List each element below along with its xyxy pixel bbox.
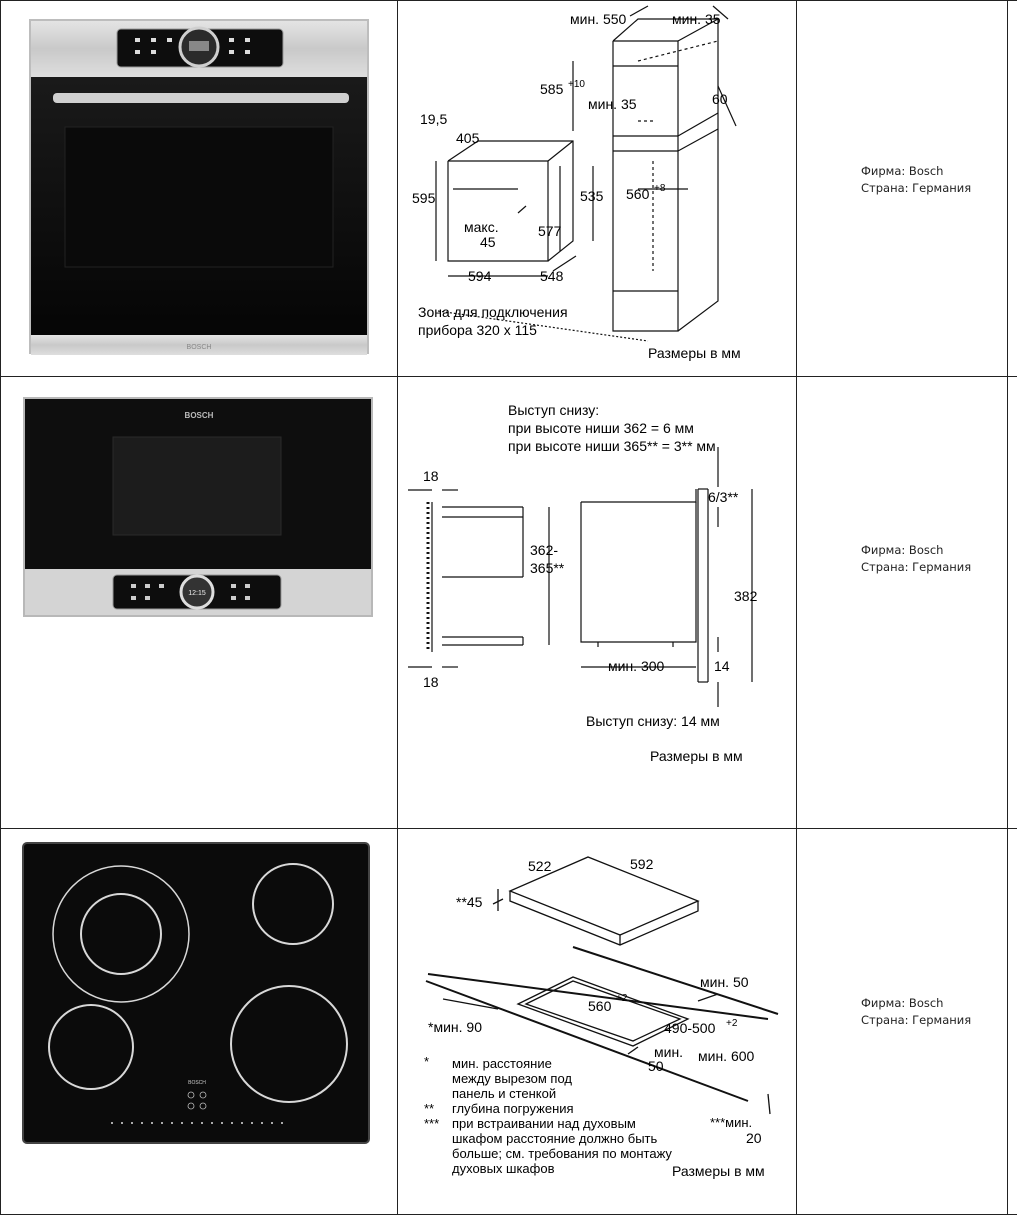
dim-max-label: макс. bbox=[464, 219, 499, 235]
projection-heading: Выступ снизу: bbox=[508, 402, 599, 418]
dim-405: 405 bbox=[456, 130, 480, 146]
units-label: Размеры в мм bbox=[672, 1163, 765, 1179]
dim-min90: *мин. 90 bbox=[428, 1019, 482, 1035]
zone-label-line2: прибора 320 x 115 bbox=[418, 322, 537, 338]
microwave-photo-cell: BOSCH 12:15 bbox=[1, 377, 398, 829]
hob-dimensions-cell: 522 592 **45 мин. 50 560 +2 *мин. 90 490… bbox=[398, 829, 797, 1215]
oven-photo-cell: BOSCH bbox=[1, 1, 398, 377]
hob-dimension-diagram: 522 592 **45 мин. 50 560 +2 *мин. 90 490… bbox=[398, 829, 796, 1209]
dim-577: 577 bbox=[538, 223, 562, 239]
dim-585: 585 bbox=[540, 81, 564, 97]
microwave-photo: BOSCH 12:15 bbox=[1, 377, 397, 823]
country-text: Страна: Германия bbox=[861, 1012, 1007, 1029]
dim-min600: мин. 600 bbox=[698, 1048, 755, 1064]
hob-info-cell: Фирма: Bosch Страна: Германия bbox=[797, 829, 1008, 1215]
note3-line4: духовых шкафов bbox=[452, 1161, 555, 1176]
dim-min550: мин. 550 bbox=[570, 11, 627, 27]
oven-door-handle bbox=[53, 93, 349, 103]
dim-365: 365** bbox=[530, 560, 565, 576]
dim-min50-right: мин. 50 bbox=[700, 974, 749, 990]
projection-line1: при высоте ниши 362 = 6 мм bbox=[508, 420, 694, 436]
oven-dimension-diagram: мин. 550 мин. 35 585 +10 мин. 35 60 19,5… bbox=[398, 1, 796, 371]
microwave-clock: 12:15 bbox=[188, 590, 206, 597]
hob-photo: BOSCH bbox=[1, 829, 397, 1209]
dim-60: 60 bbox=[712, 91, 728, 107]
country-text: Страна: Германия bbox=[861, 180, 1007, 197]
manufacturer-text: Фирма: Bosch bbox=[861, 995, 1007, 1012]
dim-min300: мин. 300 bbox=[608, 658, 665, 674]
dim-560: 560 bbox=[588, 998, 612, 1014]
table-row: BOSCH bbox=[1, 1, 1017, 377]
dim-595: 595 bbox=[412, 190, 436, 206]
dim-min35-mid: мин. 35 bbox=[588, 96, 637, 112]
dim-min20-2: 20 bbox=[746, 1130, 762, 1146]
dim-18-top: 18 bbox=[423, 468, 439, 484]
dim-362: 362- bbox=[530, 542, 558, 558]
note3-line1: при встраивании над духовым bbox=[452, 1116, 636, 1131]
microwave-dimensions-cell: Выступ снизу: при высоте ниши 362 = 6 мм… bbox=[398, 377, 797, 829]
dim-560-tolerance: +2 bbox=[616, 993, 628, 1004]
dim-14: 14 bbox=[714, 658, 730, 674]
note1-line3: панель и стенкой bbox=[452, 1086, 556, 1101]
dim-45: **45 bbox=[456, 894, 483, 910]
dim-560-tolerance: +8 bbox=[654, 183, 666, 194]
dim-560: 560 bbox=[626, 186, 650, 202]
dim-6-3: 6/3** bbox=[708, 489, 739, 505]
units-label: Размеры в мм bbox=[650, 748, 743, 764]
dim-594: 594 bbox=[468, 268, 492, 284]
oven-brand-logo: BOSCH bbox=[187, 344, 212, 351]
note3-line3: больше; см. требования по монтажу bbox=[452, 1146, 672, 1161]
units-label: Размеры в мм bbox=[648, 345, 741, 361]
oven-info-cell: Фирма: Bosch Страна: Германия bbox=[797, 1, 1008, 377]
microwave-brand-logo: BOSCH bbox=[185, 411, 214, 420]
microwave-info-cell: Фирма: Bosch Страна: Германия bbox=[797, 377, 1008, 829]
dim-490-tolerance: +2 bbox=[726, 1018, 738, 1029]
table-row: BOSCH bbox=[1, 829, 1017, 1215]
dim-592: 592 bbox=[630, 856, 654, 872]
dim-522: 522 bbox=[528, 858, 552, 874]
dim-18-bottom: 18 bbox=[423, 674, 439, 690]
note1-line2: между вырезом под bbox=[452, 1071, 572, 1086]
dim-min20-1: ***мин. bbox=[710, 1115, 752, 1130]
microwave-dimension-diagram: Выступ снизу: при высоте ниши 362 = 6 мм… bbox=[398, 377, 796, 823]
hob-photo-cell: BOSCH bbox=[1, 829, 398, 1215]
manufacturer-text: Фирма: Bosch bbox=[861, 163, 1007, 180]
dim-min35-top: мин. 35 bbox=[672, 11, 721, 27]
note2-marker: ** bbox=[424, 1101, 434, 1116]
oven-photo: BOSCH bbox=[1, 1, 397, 371]
note3-marker: *** bbox=[424, 1116, 439, 1131]
table-row: BOSCH 12:15 bbox=[1, 377, 1017, 829]
manufacturer-text: Фирма: Bosch bbox=[861, 542, 1007, 559]
hob-brand-logo: BOSCH bbox=[188, 1080, 206, 1086]
note1-line1: мин. расстояние bbox=[452, 1056, 552, 1071]
projection-bottom: Выступ снизу: 14 мм bbox=[586, 713, 720, 729]
dim-max45: 45 bbox=[480, 234, 496, 250]
dim-min50-bottom-2: 50 bbox=[648, 1058, 664, 1074]
note2-line1: глубина погружения bbox=[452, 1101, 574, 1116]
dim-535: 535 bbox=[580, 188, 604, 204]
oven-dimensions-cell: мин. 550 мин. 35 585 +10 мин. 35 60 19,5… bbox=[398, 1, 797, 377]
note1-marker: * bbox=[424, 1054, 429, 1069]
dim-382: 382 bbox=[734, 588, 758, 604]
dim-490-500: 490-500 bbox=[664, 1020, 716, 1036]
country-text: Страна: Германия bbox=[861, 559, 1007, 576]
note3-line2: шкафом расстояние должно быть bbox=[452, 1131, 658, 1146]
dim-585-tolerance: +10 bbox=[568, 79, 585, 90]
zone-label-line1: Зона для подключения bbox=[418, 304, 568, 320]
projection-line2: при высоте ниши 365** = 3** мм bbox=[508, 438, 716, 454]
dim-19-5: 19,5 bbox=[420, 111, 447, 127]
dim-548: 548 bbox=[540, 268, 564, 284]
